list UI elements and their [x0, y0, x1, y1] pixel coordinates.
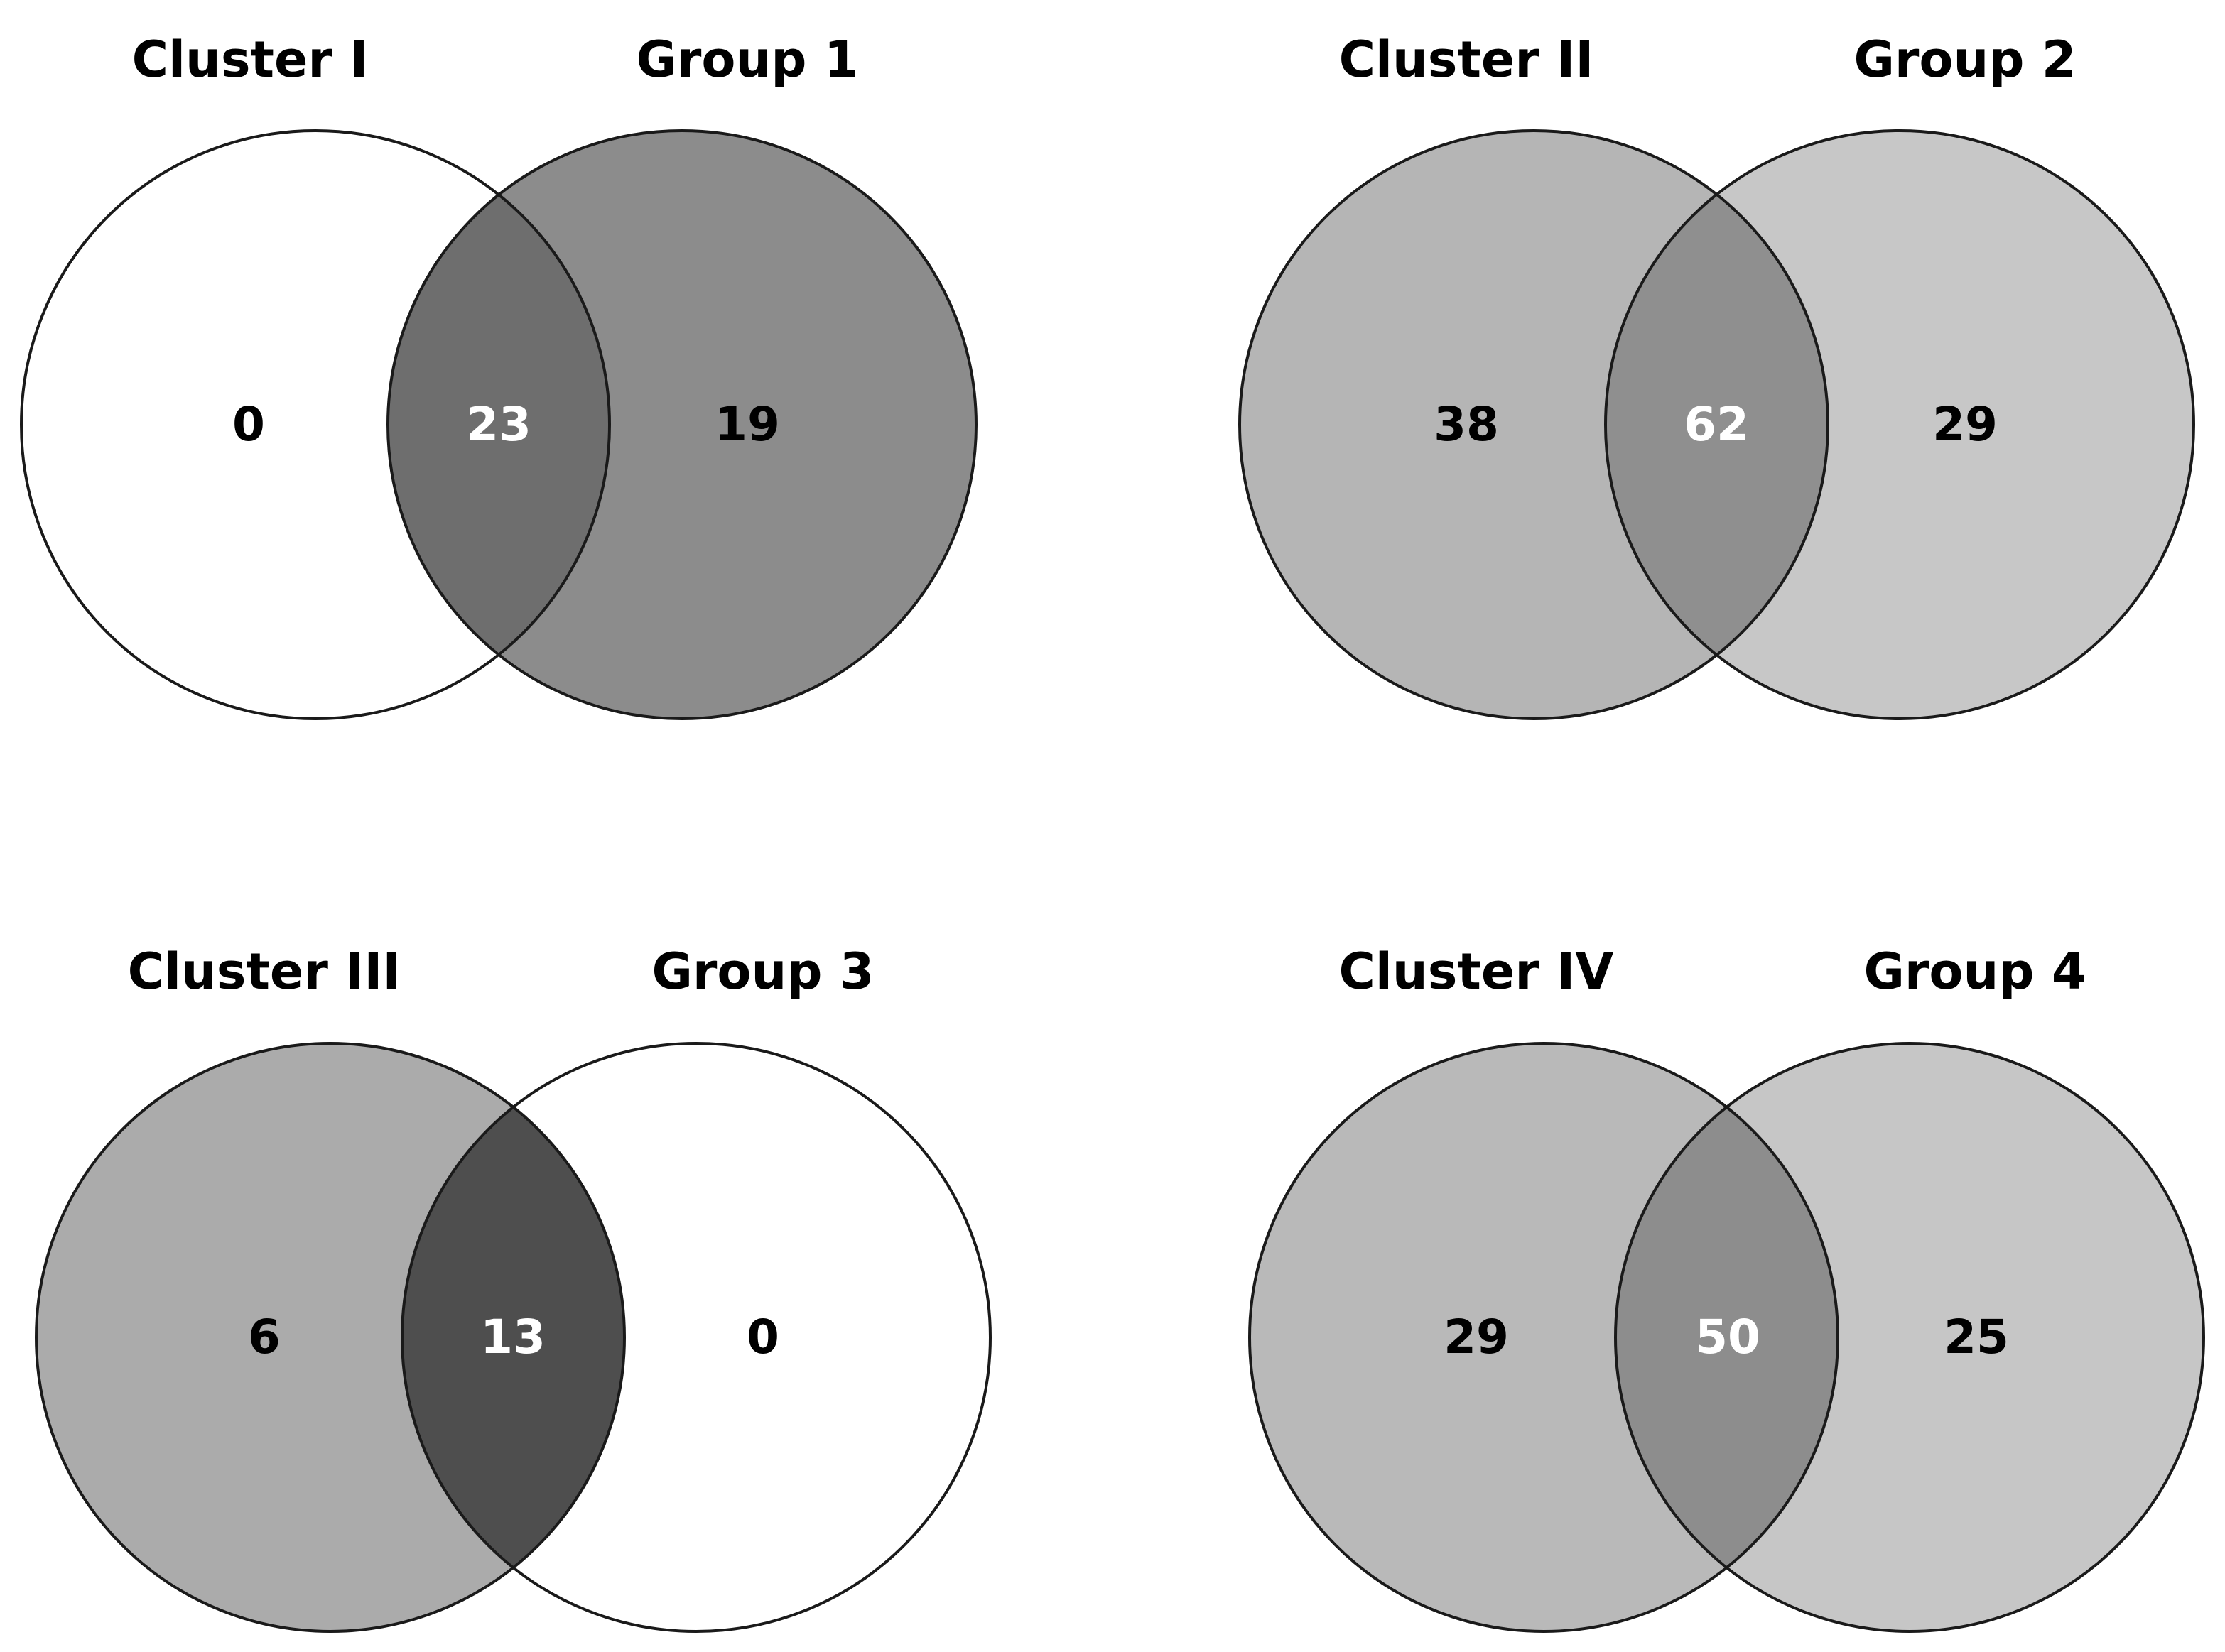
- cluster-i-only-count: 0: [232, 397, 265, 452]
- group-2-outline: [1604, 129, 2195, 720]
- group-1-only-count: 19: [715, 397, 780, 452]
- cluster-i-label: Cluster I: [132, 31, 369, 89]
- venn-panel-3: Cluster III Group 3 6 13 0: [35, 942, 992, 1633]
- group-4-label: Group 4: [1863, 942, 2086, 1001]
- group-1-label: Group 1: [636, 31, 858, 89]
- overlap-count-4: 50: [1695, 1310, 1760, 1364]
- cluster-ii-outline: [1238, 129, 1829, 720]
- overlap-region-2: [1606, 131, 1828, 719]
- cluster-i-outline: [20, 129, 611, 720]
- overlap-count-3: 13: [480, 1310, 546, 1364]
- group-2-label: Group 2: [1853, 31, 2076, 89]
- group-3-outline: [401, 1042, 992, 1633]
- cluster-iii-outline: [35, 1042, 626, 1633]
- cluster-iv-only-count: 29: [1444, 1310, 1509, 1364]
- overlap-count-2: 62: [1684, 397, 1749, 452]
- venn-panel-1: Cluster I Group 1 0 23 19: [20, 31, 978, 720]
- overlap-region-1: [388, 131, 610, 719]
- group-3-only-count: 0: [747, 1310, 779, 1364]
- cluster-ii-label: Cluster II: [1339, 31, 1594, 89]
- cluster-iv-outline: [1248, 1042, 1839, 1633]
- cluster-ii-only-count: 38: [1434, 397, 1499, 452]
- group-3-label: Group 3: [651, 942, 874, 1001]
- group-4-outline: [1614, 1042, 2205, 1633]
- group-4-only-count: 25: [1944, 1310, 2009, 1364]
- cluster-iii-only-count: 6: [248, 1310, 281, 1364]
- overlap-region-3: [402, 1043, 624, 1631]
- cluster-iv-label: Cluster IV: [1339, 942, 1614, 1001]
- overlap-region-4: [1615, 1043, 1838, 1631]
- overlap-count-1: 23: [466, 397, 531, 452]
- group-2-only-count: 29: [1932, 397, 1998, 452]
- cluster-iii-label: Cluster III: [128, 942, 401, 1001]
- group-1-outline: [386, 129, 978, 720]
- venn-panel-2: Cluster II Group 2 38 62 29: [1238, 31, 2195, 720]
- venn-panel-4: Cluster IV Group 4 29 50 25: [1248, 942, 2205, 1633]
